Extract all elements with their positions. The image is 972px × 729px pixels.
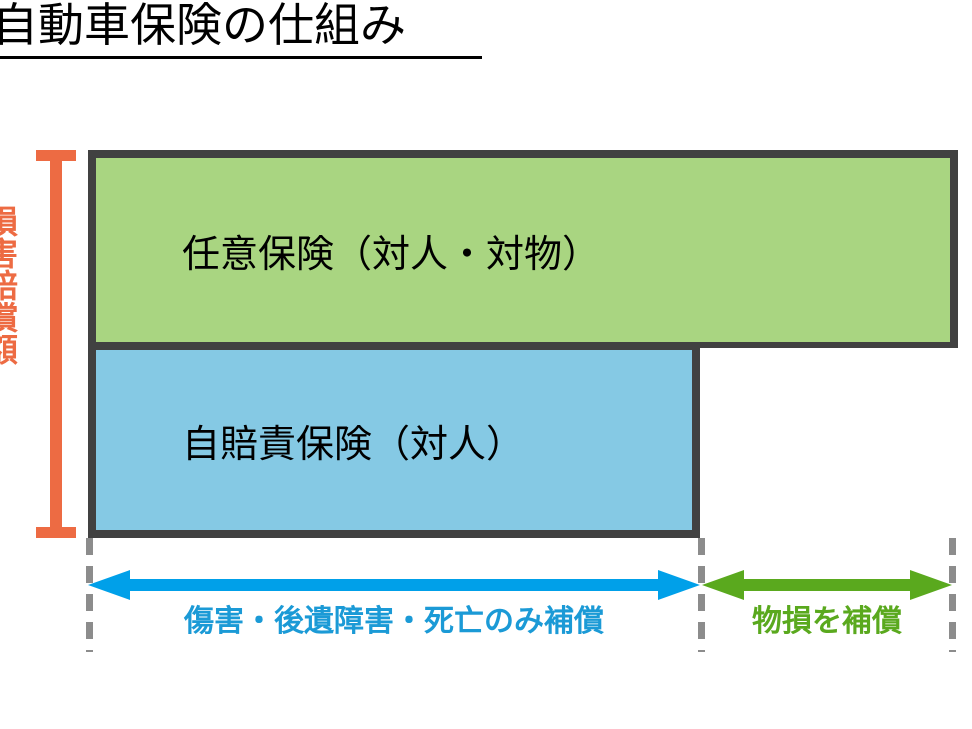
bracket-bottom-cap	[36, 527, 76, 538]
title-underline	[0, 56, 482, 59]
coverage-arrow-injury	[88, 568, 700, 602]
bar-compulsory-insurance: 自賠責保険（対人）	[88, 344, 700, 538]
damage-amount-bracket	[36, 150, 76, 538]
bracket-stem	[50, 150, 62, 538]
guide-line-middle	[698, 538, 705, 652]
bar-compulsory-insurance-label: 自賠責保険（対人）	[182, 423, 525, 466]
coverage-caption-injury: 傷害・後遺障害・死亡のみ補償	[184, 605, 604, 638]
bar-voluntary-insurance: 任意保険（対人・対物）	[88, 150, 958, 348]
double-arrow-icon	[88, 570, 700, 600]
axis-label-damage-amount: 損害賠償額	[0, 205, 18, 365]
page-title: 自動車保険の仕組み	[0, 0, 406, 51]
coverage-arrow-property	[702, 568, 952, 602]
bar-voluntary-insurance-label: 任意保険（対人・対物）	[182, 233, 601, 276]
guide-line-right	[949, 538, 956, 652]
coverage-caption-property: 物損を補償	[752, 605, 902, 638]
double-arrow-icon	[702, 570, 952, 600]
guide-line-left	[86, 538, 93, 652]
